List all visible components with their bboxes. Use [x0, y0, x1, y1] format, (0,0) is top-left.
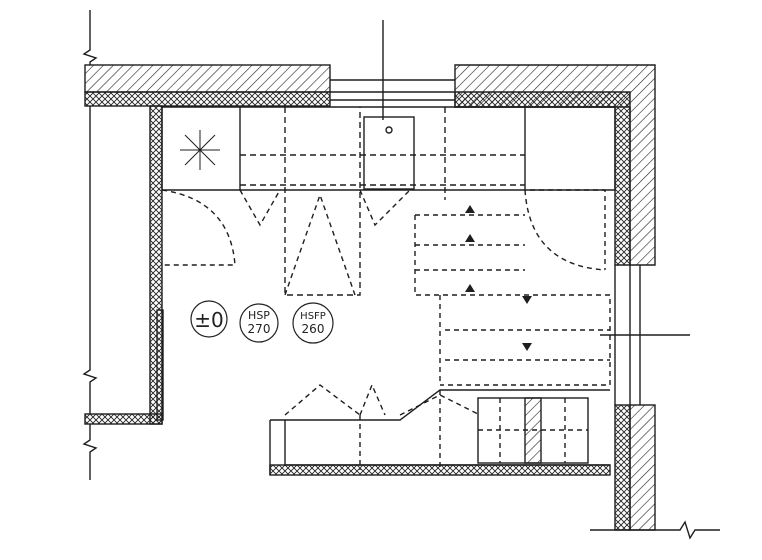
svg-text:270: 270 — [248, 322, 271, 336]
svg-text:HSP: HSP — [248, 309, 270, 322]
svg-text:±0: ±0 — [194, 308, 223, 332]
interior-wall-left — [82, 10, 164, 480]
exterior-wall-top-left — [84, 64, 331, 107]
window-right — [600, 265, 690, 405]
cooktop-star-icon — [180, 130, 220, 170]
window-top — [330, 20, 455, 120]
svg-text:260: 260 — [302, 322, 325, 336]
exterior-wall-top-right — [454, 64, 656, 266]
upper-counter — [161, 106, 616, 296]
arrow-markers — [465, 205, 532, 351]
finished-ceiling-height-marker: HSFP 260 — [292, 302, 334, 344]
door-swings — [161, 189, 611, 386]
ceiling-height-marker: HSP 270 — [239, 303, 279, 343]
lower-counter — [269, 383, 611, 476]
level-marker: ±0 — [190, 300, 228, 338]
exterior-wall-bottom-right — [590, 404, 720, 540]
svg-text:HSFP: HSFP — [300, 311, 326, 322]
sink — [363, 116, 415, 190]
